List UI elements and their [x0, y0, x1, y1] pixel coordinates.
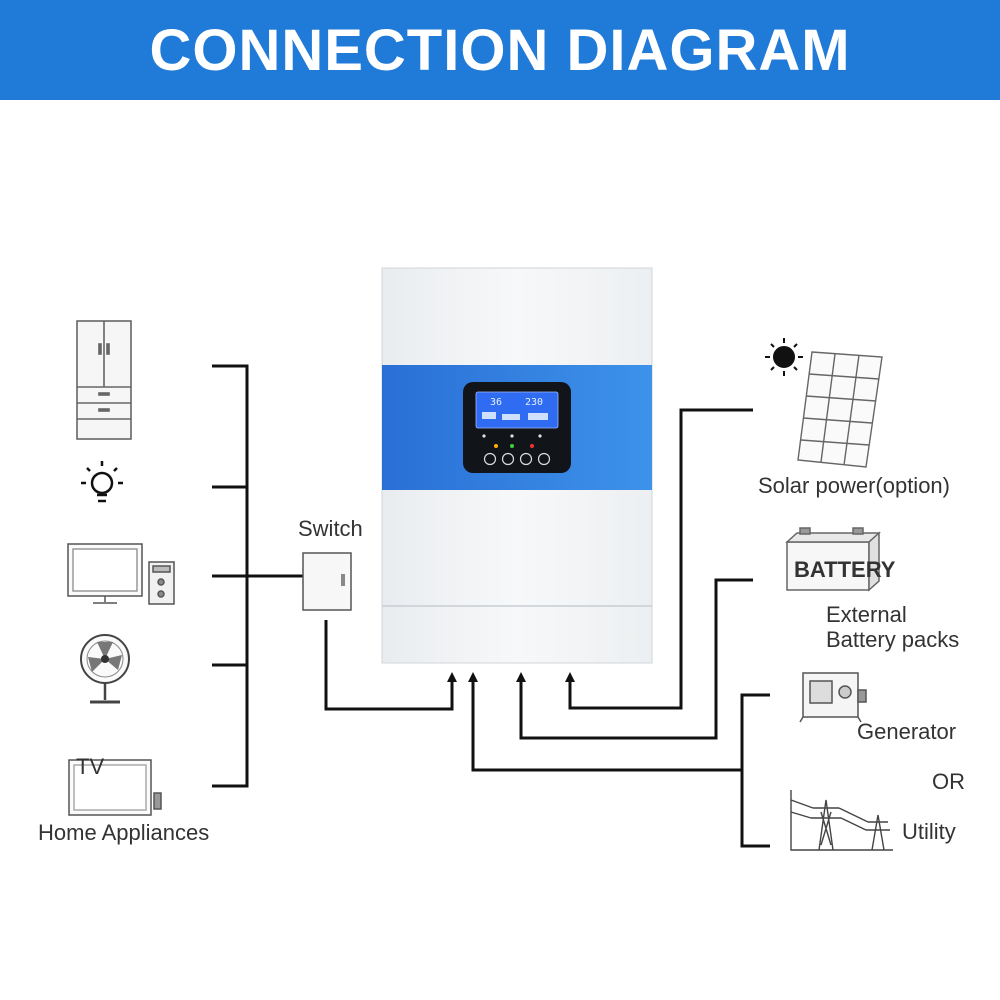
sun-icon — [765, 338, 803, 376]
header-banner: CONNECTION DIAGRAM — [0, 0, 1000, 100]
switch-box: Switch — [298, 516, 363, 611]
utility-label: Utility — [902, 819, 956, 844]
display-value-left: 36 — [490, 397, 502, 408]
inverter-button[interactable] — [519, 452, 533, 466]
svg-text:TV: TV — [76, 754, 104, 779]
battery-icon-text: BATTERY — [794, 557, 896, 582]
power-tower-icon — [790, 790, 893, 851]
led-indicator — [510, 444, 514, 448]
battery-icon: BATTERY — [785, 527, 896, 592]
fan-icon — [80, 634, 130, 704]
generator-icon — [799, 672, 867, 723]
inverter: 36 230 — [381, 267, 653, 664]
arrow-up — [468, 672, 478, 682]
inverter-button[interactable] — [501, 452, 515, 466]
battery-label-line2: Battery packs — [826, 627, 959, 652]
inverter-button[interactable] — [483, 452, 497, 466]
arrow-up — [447, 672, 457, 682]
tv-and-amplifier-icon — [67, 543, 175, 605]
switch-label: Switch — [298, 516, 363, 541]
solar-panel-icon — [797, 351, 883, 468]
led-indicator — [530, 444, 534, 448]
source-wiring — [471, 408, 770, 848]
inverter-button[interactable] — [537, 452, 551, 466]
light-bulb-icon — [81, 461, 123, 503]
wardrobe-icon — [76, 320, 132, 440]
or-text: OR — [932, 769, 965, 794]
led-indicator — [494, 444, 498, 448]
display-value-right: 230 — [525, 397, 543, 408]
solar-label: Solar power(option) — [758, 473, 950, 498]
arrow-up — [565, 672, 575, 682]
generator-label: Generator — [857, 719, 956, 744]
arrow-up — [516, 672, 526, 682]
battery-label-line1: External — [826, 602, 907, 627]
page-title: CONNECTION DIAGRAM — [149, 17, 851, 83]
inverter-lcd-display: 36 230 — [463, 382, 571, 473]
wall-tv-icon: TV — [68, 754, 162, 816]
home-appliances-label: Home Appliances — [38, 820, 209, 845]
load-wiring — [212, 364, 454, 788]
